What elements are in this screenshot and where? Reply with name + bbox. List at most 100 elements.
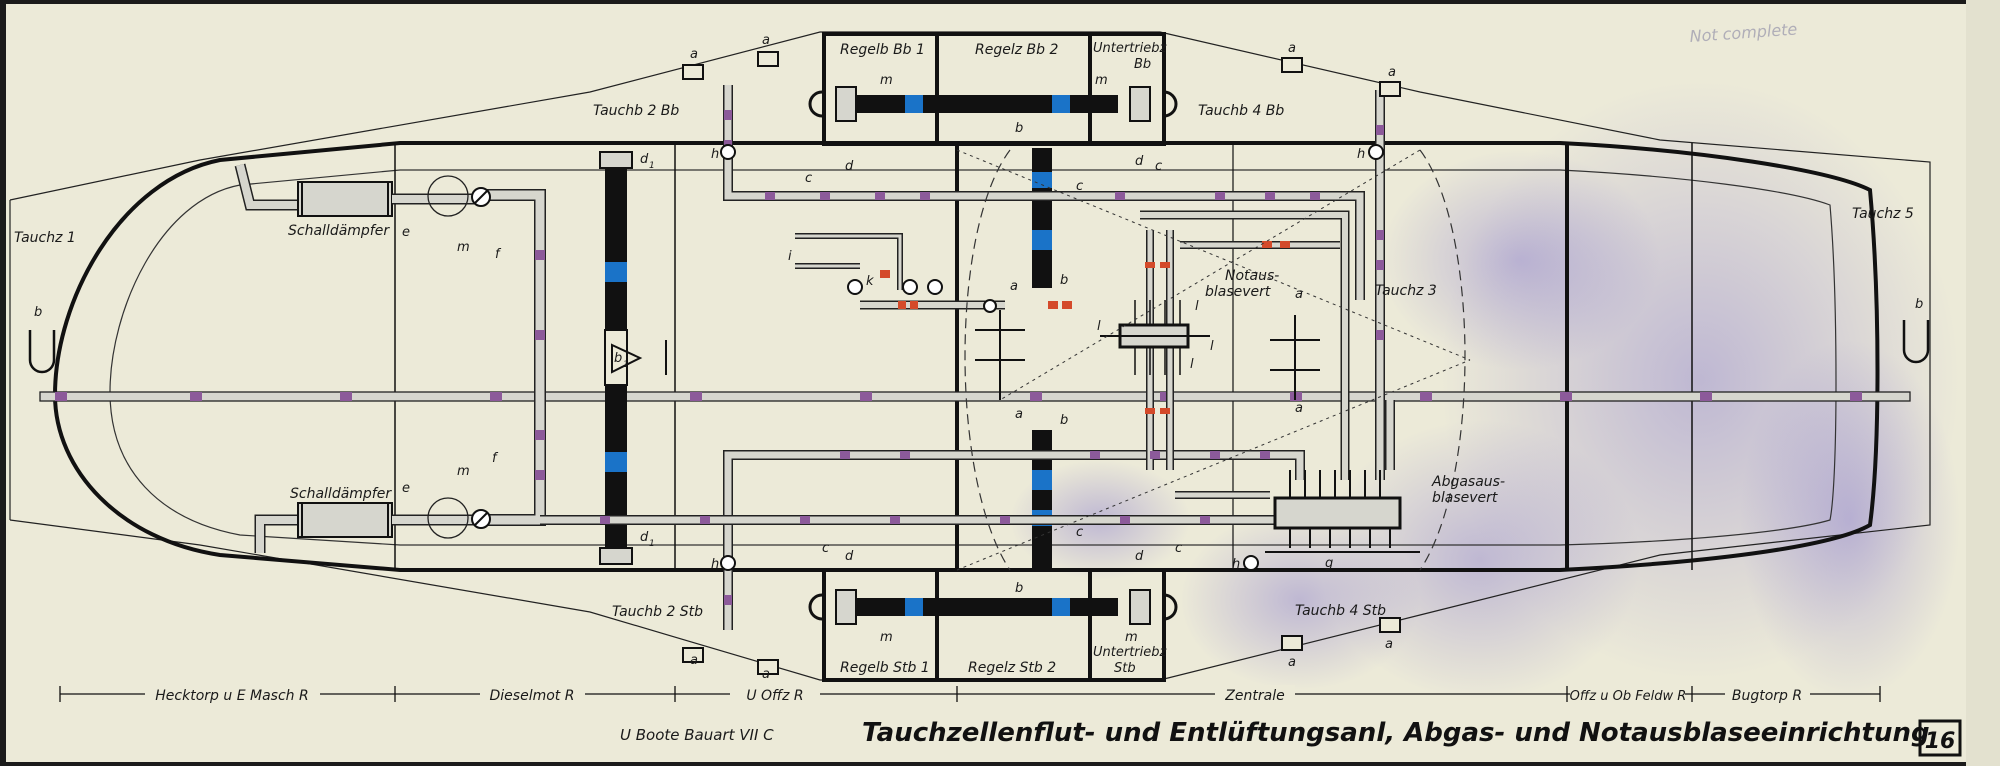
inner-hull xyxy=(109,169,1837,546)
ref-a-8: a xyxy=(1385,637,1393,652)
ref-g: g xyxy=(1325,556,1333,571)
ref-h-2: h xyxy=(1357,147,1365,162)
abgas-manifold xyxy=(1265,470,1420,553)
zentrale-valves xyxy=(975,310,1320,400)
ref-h-4: h xyxy=(1232,557,1240,572)
ref-f-2: f xyxy=(492,451,499,466)
sheet-number-box xyxy=(1918,719,1962,757)
regel-bar-top xyxy=(808,86,1178,122)
reference-letters: a a a a a a a a a a a a b b b b b b c c … xyxy=(34,33,1923,682)
ref-a-10: a xyxy=(1015,407,1023,422)
label-untertriebz-stb-1: Untertriebz xyxy=(1093,645,1167,660)
ref-l-3: l xyxy=(1210,339,1214,354)
ref-b1-sub: 1 xyxy=(623,360,629,370)
zentrale-dashed-circle xyxy=(964,149,1466,571)
flood-shaft-zentrale xyxy=(1032,148,1052,570)
ref-d1-bottom: d xyxy=(640,530,649,545)
ref-d1-bottom-sub: 1 xyxy=(649,539,655,549)
label-schalldampfer-top: Schalldämpfer xyxy=(288,223,390,239)
ref-m-2: m xyxy=(1095,73,1108,88)
ref-b-1: b xyxy=(34,305,42,320)
silencer-top xyxy=(234,163,491,217)
ref-d-2: d xyxy=(1135,154,1144,169)
ref-l-1: l xyxy=(1097,319,1101,334)
ref-d-1: d xyxy=(845,159,854,174)
ref-d1-top-sub: 1 xyxy=(649,161,655,171)
ref-a-5: a xyxy=(690,653,698,668)
ref-f-1: f xyxy=(495,247,502,262)
regel-bar-bottom xyxy=(808,589,1178,625)
ref-b-5: b xyxy=(1060,273,1068,288)
tank-labels: Tauchz 1 Tauchz 3 Tauchz 5 Tauchb 2 Bb T… xyxy=(14,41,1914,676)
ref-c-2: c xyxy=(1155,159,1162,174)
ref-a-1: a xyxy=(690,47,698,62)
subtitle-bauart: U Boote Bauart VII C xyxy=(620,726,774,744)
silencer-bottom xyxy=(254,497,491,553)
device-labels: Schalldämpfer Schalldämpfer Notaus- blas… xyxy=(288,223,1505,506)
ref-b-2: b xyxy=(1915,297,1923,312)
ref-e-2: e xyxy=(402,481,410,496)
main-axial-pipe xyxy=(39,391,1911,402)
label-regelz-bb2: Regelz Bb 2 xyxy=(975,42,1058,58)
label-regelz-stb2: Regelz Stb 2 xyxy=(968,660,1056,676)
label-untertriebz-stb-2: Stb xyxy=(1114,661,1136,676)
ref-a-7: a xyxy=(1288,655,1296,670)
red-markers xyxy=(880,241,1290,414)
ref-e-1: e xyxy=(402,225,410,240)
ref-c-4: c xyxy=(1175,541,1182,556)
ref-m-3: m xyxy=(880,630,893,645)
label-tauchb4bb: Tauchb 4 Bb xyxy=(1198,103,1284,119)
label-hecktorp: Hecktorp u E Masch R xyxy=(155,688,308,704)
ref-c-6: c xyxy=(1076,525,1083,540)
end-vents xyxy=(28,320,1930,374)
label-bugtorp: Bugtorp R xyxy=(1732,688,1802,704)
ref-b-6: b xyxy=(1060,413,1068,428)
label-offz-obfeldw: Offz u Ob Feldw R xyxy=(1570,689,1687,704)
label-untertriebz-bb-2: Bb xyxy=(1134,57,1151,72)
ref-b1: b xyxy=(614,351,622,366)
compartment-labels: Hecktorp u E Masch R Dieselmot R U Offz … xyxy=(145,685,1810,704)
ref-c-1: c xyxy=(805,171,812,186)
ref-h-1: h xyxy=(711,147,719,162)
label-tauchz5: Tauchz 5 xyxy=(1852,206,1914,222)
label-regelb-stb1: Regelb Stb 1 xyxy=(840,660,930,676)
ref-a-11: a xyxy=(1295,287,1303,302)
vent-network-bottom xyxy=(540,230,1395,630)
label-notaus-2: blasevert xyxy=(1205,284,1271,300)
paper-edge xyxy=(1966,0,2000,766)
ref-a-3: a xyxy=(1288,41,1296,56)
ref-d1-top: d xyxy=(640,152,649,167)
flood-shaft-diesel xyxy=(599,151,667,565)
ref-a-9: a xyxy=(1010,279,1018,294)
ref-d-3: d xyxy=(845,549,854,564)
ref-h-3: h xyxy=(711,557,719,572)
label-zentrale: Zentrale xyxy=(1224,688,1284,704)
label-tauchz1: Tauchz 1 xyxy=(14,230,76,246)
ref-k: k xyxy=(866,274,874,289)
ref-a-2: a xyxy=(762,33,770,48)
ref-c-3: c xyxy=(822,541,829,556)
label-tauchb2stb: Tauchb 2 Stb xyxy=(612,604,703,620)
label-abgas-1: Abgasaus- xyxy=(1431,474,1505,490)
label-tauchb2bb: Tauchb 2 Bb xyxy=(593,103,679,119)
ref-m-6: m xyxy=(457,464,470,479)
label-abgas-2: blasevert xyxy=(1432,490,1498,506)
ref-m-5: m xyxy=(457,240,470,255)
pressure-hull xyxy=(52,141,1880,572)
pipe-markers xyxy=(600,110,1384,605)
label-tauchz3: Tauchz 3 xyxy=(1375,283,1437,299)
ref-l-4: l xyxy=(1190,357,1194,372)
label-schalldampfer-bottom: Schalldämpfer xyxy=(290,486,392,502)
ref-a-6: a xyxy=(762,667,770,682)
ref-a-12: a xyxy=(1295,401,1303,416)
ref-b-3: b xyxy=(1015,121,1023,136)
drawing-title: Tauchzellenflut- und Entlüftungsanl, Abg… xyxy=(862,718,1930,748)
label-u-offz: U Offz R xyxy=(746,688,803,704)
ref-m-4: m xyxy=(1125,630,1138,645)
diagonal-lines xyxy=(956,149,1471,571)
label-notaus-1: Notaus- xyxy=(1225,268,1279,284)
vent-valves-a xyxy=(682,51,1401,675)
valves-i-k xyxy=(795,233,997,313)
